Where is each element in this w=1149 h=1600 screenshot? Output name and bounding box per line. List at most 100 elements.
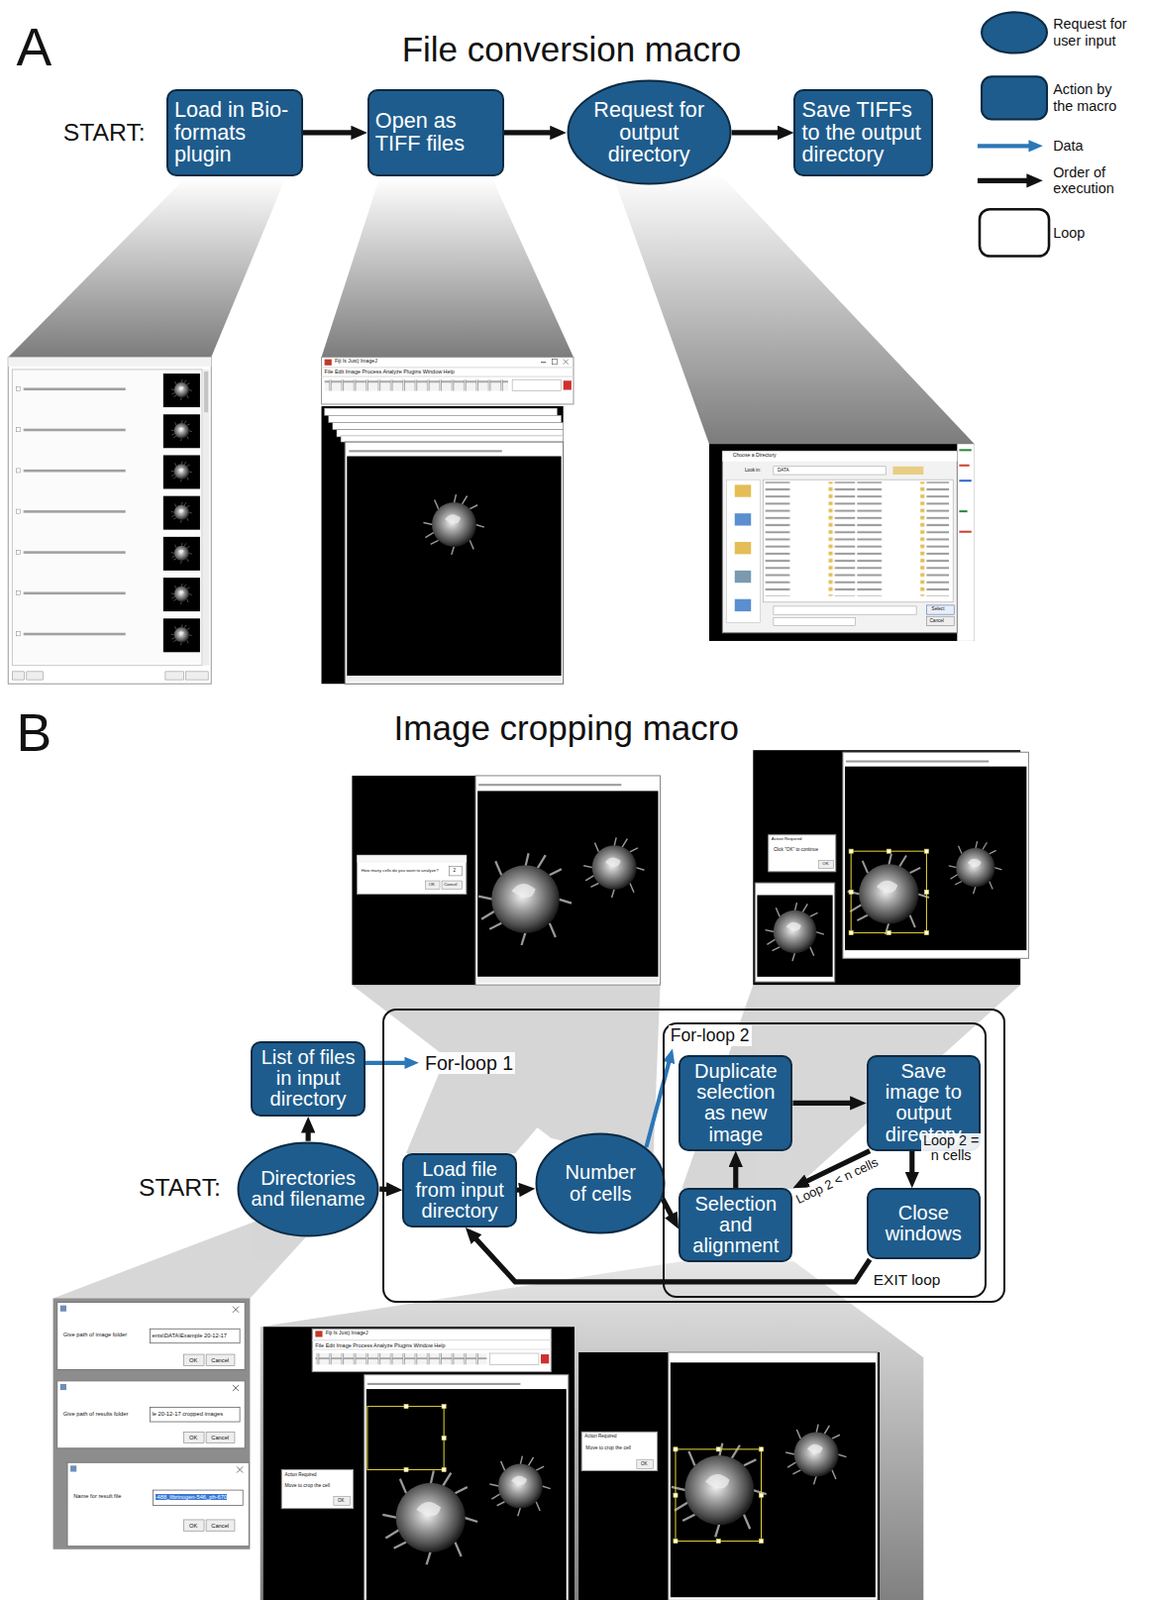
legend bbox=[977, 11, 1049, 256]
selection-screenshot bbox=[263, 1326, 575, 1600]
execution-arrow bbox=[792, 1100, 858, 1106]
selection-screenshot bbox=[364, 1374, 569, 1600]
crop-screenshot bbox=[848, 848, 929, 936]
text-group: Duplicate selection as new image bbox=[686, 1060, 785, 1145]
count-screenshot bbox=[351, 775, 660, 985]
field-value: -488_fibrinogen-546_ph-670 bbox=[155, 1493, 228, 1500]
field-value: ents\DATA\Example 20-12-17 bbox=[151, 1332, 227, 1339]
legend-text: Loop bbox=[1052, 224, 1131, 242]
label-anchor: Image cropping macro bbox=[394, 709, 739, 748]
input-dialog bbox=[60, 1305, 67, 1312]
button-label: OK bbox=[822, 861, 829, 867]
label-anchor: START: bbox=[138, 1173, 221, 1201]
aligned-screenshot bbox=[675, 1449, 762, 1542]
count-screenshot bbox=[357, 854, 467, 894]
execution-arrow bbox=[504, 129, 559, 135]
directory-dialog bbox=[958, 479, 971, 482]
input-dialog bbox=[57, 1302, 250, 1547]
directory-dialog bbox=[892, 466, 924, 475]
crop-screenshot bbox=[844, 766, 1027, 950]
execution-arrow bbox=[909, 1150, 915, 1180]
menu-bar: File Edit Image Process Analyze Plugins … bbox=[324, 368, 455, 375]
selection-screenshot bbox=[382, 1469, 478, 1565]
input-dialog bbox=[57, 1380, 246, 1449]
selection-screenshot bbox=[312, 1348, 551, 1350]
directory-dialog bbox=[722, 450, 957, 632]
directory-dialog bbox=[958, 448, 971, 451]
field-label: Look in: bbox=[744, 467, 761, 473]
dialog-prompt: Click "OK" to continue bbox=[773, 846, 819, 852]
aligned-screenshot bbox=[673, 1447, 678, 1452]
loop-heading: For-loop 2 bbox=[668, 1025, 752, 1045]
execution-arrow bbox=[732, 1158, 738, 1188]
aligned-screenshot bbox=[578, 1352, 880, 1600]
selection-screenshot bbox=[404, 1404, 409, 1409]
action-label: Close windows bbox=[874, 1202, 973, 1245]
label-anchor: B bbox=[15, 704, 52, 763]
bioformats-dialog bbox=[15, 496, 200, 530]
crop-screenshot bbox=[848, 931, 853, 936]
legend-anchor: Request for user input bbox=[1052, 15, 1131, 49]
selection-screenshot bbox=[404, 1466, 409, 1471]
crop-screenshot bbox=[848, 889, 853, 894]
execution-arrow bbox=[517, 1186, 527, 1193]
aligned-screenshot bbox=[670, 1361, 876, 1597]
edge-label-anchor: EXIT loop bbox=[872, 1270, 942, 1288]
bioformats-dialog bbox=[15, 577, 200, 612]
selection-screenshot bbox=[441, 1435, 446, 1440]
loop-heading: For-loop 1 bbox=[422, 1051, 516, 1075]
legend-arrow bbox=[977, 178, 1036, 184]
label-anchor: OK bbox=[428, 882, 435, 888]
input-ellipse: Request for output directory bbox=[566, 79, 732, 186]
execution-arrow bbox=[731, 129, 787, 135]
crop-screenshot bbox=[848, 848, 853, 853]
imagej-window bbox=[321, 366, 574, 368]
crop-screenshot bbox=[924, 931, 929, 936]
crop-screenshot bbox=[886, 931, 891, 936]
label-anchor: Cancel bbox=[210, 1357, 229, 1363]
directory-dialog bbox=[734, 484, 751, 497]
crop-screenshot bbox=[850, 850, 927, 933]
label-anchor: Give path of image folder bbox=[63, 1331, 127, 1338]
action-box: Save TIFFs to the output directory bbox=[793, 89, 933, 178]
text-group: Close windows bbox=[874, 1202, 973, 1245]
selection-screenshot bbox=[489, 1353, 538, 1364]
bioformats-dialog bbox=[7, 357, 211, 685]
image-stack bbox=[328, 415, 562, 422]
crop-screenshot bbox=[842, 751, 1029, 958]
projection-cone bbox=[53, 1260, 925, 1600]
legend-sample bbox=[981, 11, 1047, 53]
legend-sample bbox=[979, 208, 1049, 256]
selection-screenshot bbox=[441, 1466, 446, 1471]
selection-screenshot bbox=[314, 1353, 487, 1364]
image-stack bbox=[346, 455, 561, 675]
crop-screenshot bbox=[768, 835, 836, 872]
label-anchor: -488_fibrinogen-546_ph-670 bbox=[155, 1493, 228, 1500]
label-anchor: DATA bbox=[777, 467, 790, 473]
selection-screenshot bbox=[367, 1382, 522, 1385]
dialog-prompt: Move to crop the cell bbox=[284, 1482, 330, 1488]
label-anchor: OK bbox=[189, 1522, 198, 1529]
label-anchor: File conversion macro bbox=[402, 30, 742, 70]
execution-arrow bbox=[470, 1233, 870, 1282]
dialog-title: Choose a Directory bbox=[732, 452, 777, 459]
bioformats-dialog bbox=[204, 371, 209, 413]
field-value: le 20-12-17 cropped images bbox=[151, 1410, 223, 1417]
aligned-screenshot bbox=[785, 1424, 846, 1485]
count-screenshot bbox=[478, 783, 622, 786]
action-box: Open as TIFF files bbox=[367, 89, 505, 178]
crop-screenshot bbox=[754, 882, 835, 982]
directory-dialog bbox=[709, 443, 975, 641]
button-label: OK bbox=[640, 1461, 648, 1466]
directory-dialog bbox=[773, 606, 917, 615]
crop-screenshot bbox=[756, 894, 833, 976]
image-stack bbox=[321, 406, 564, 684]
input-dialog bbox=[149, 1328, 240, 1343]
text-group: Save TIFFs to the output directory bbox=[801, 99, 925, 167]
crop-screenshot bbox=[924, 848, 929, 853]
execution-arrow bbox=[303, 129, 360, 135]
crop-screenshot bbox=[924, 889, 929, 894]
